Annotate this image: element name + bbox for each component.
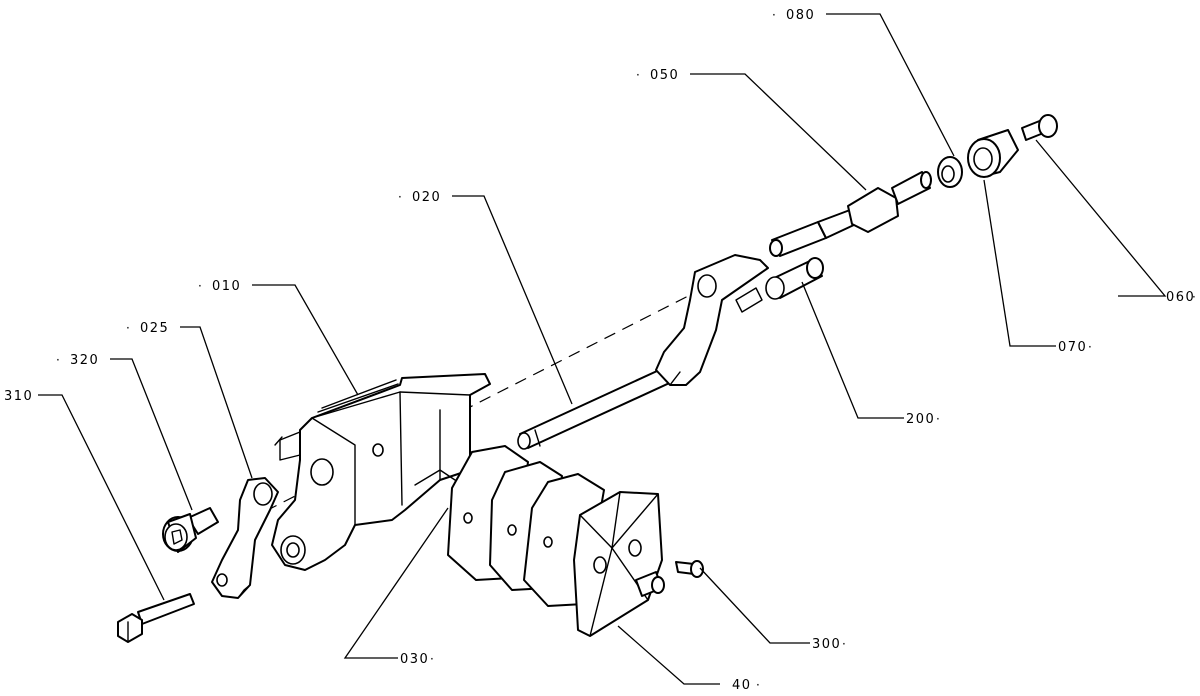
leader-080 <box>826 13 955 157</box>
part-310-hex-bolt <box>117 593 195 643</box>
svg-text:·: · <box>398 190 402 204</box>
part-070-roller <box>967 129 1019 178</box>
callout-025: 025 <box>140 321 169 336</box>
leader-lines <box>38 13 1167 685</box>
svg-text:·: · <box>1088 340 1092 354</box>
leader-020 <box>452 195 573 405</box>
svg-text:·: · <box>772 8 776 22</box>
callout-020: 020 <box>412 190 441 205</box>
leader-200 <box>801 281 904 419</box>
leader-310 <box>38 394 165 601</box>
callout-050: 050 <box>650 68 679 83</box>
svg-text:·: · <box>198 279 202 293</box>
callout-070: 070 <box>1058 340 1087 355</box>
part-320-cap-screw <box>162 507 219 553</box>
leader-025 <box>180 326 253 479</box>
callout-200: 200 <box>906 412 935 427</box>
callout-labels: · 080 · 050 · 020 · 010 · 025 · 320 310 … <box>4 8 1196 693</box>
callout-310: 310 <box>4 389 33 404</box>
svg-text:·: · <box>636 68 640 82</box>
svg-text:·: · <box>430 652 434 666</box>
svg-text:·: · <box>1192 290 1196 304</box>
callout-030: 030 <box>400 652 429 667</box>
part-300-screw <box>675 560 704 578</box>
svg-text:·: · <box>56 353 60 367</box>
part-060-shoulder-screw <box>1021 114 1058 141</box>
part-025-link-arm <box>211 477 279 599</box>
part-050-stepped-shaft <box>817 171 932 239</box>
callout-40: 40 <box>732 678 752 693</box>
part-200-bushing <box>765 257 824 300</box>
svg-text:·: · <box>936 412 940 426</box>
callout-010: 010 <box>212 279 241 294</box>
svg-text:·: · <box>126 321 130 335</box>
callout-060: 060 <box>1166 290 1195 305</box>
part-40-cover-plate <box>573 491 665 637</box>
leader-070 <box>983 179 1056 347</box>
leader-030 <box>343 507 449 659</box>
part-080-washer <box>937 156 963 188</box>
part-030-pads <box>447 445 605 607</box>
part-020-shaft <box>517 365 677 450</box>
svg-text:·: · <box>756 678 760 692</box>
leader-300 <box>699 567 810 644</box>
callout-300: 300 <box>812 637 841 652</box>
callout-080: 080 <box>786 8 815 23</box>
leader-40 <box>617 625 720 685</box>
leader-010 <box>252 284 359 396</box>
part-lever-arm <box>655 254 769 386</box>
svg-text:·: · <box>842 637 846 651</box>
leader-060 <box>1035 139 1167 297</box>
part-pin <box>769 221 827 257</box>
part-010-main-body <box>271 373 491 571</box>
callout-320: 320 <box>70 353 99 368</box>
leader-050 <box>690 73 867 191</box>
leader-320 <box>110 358 193 511</box>
